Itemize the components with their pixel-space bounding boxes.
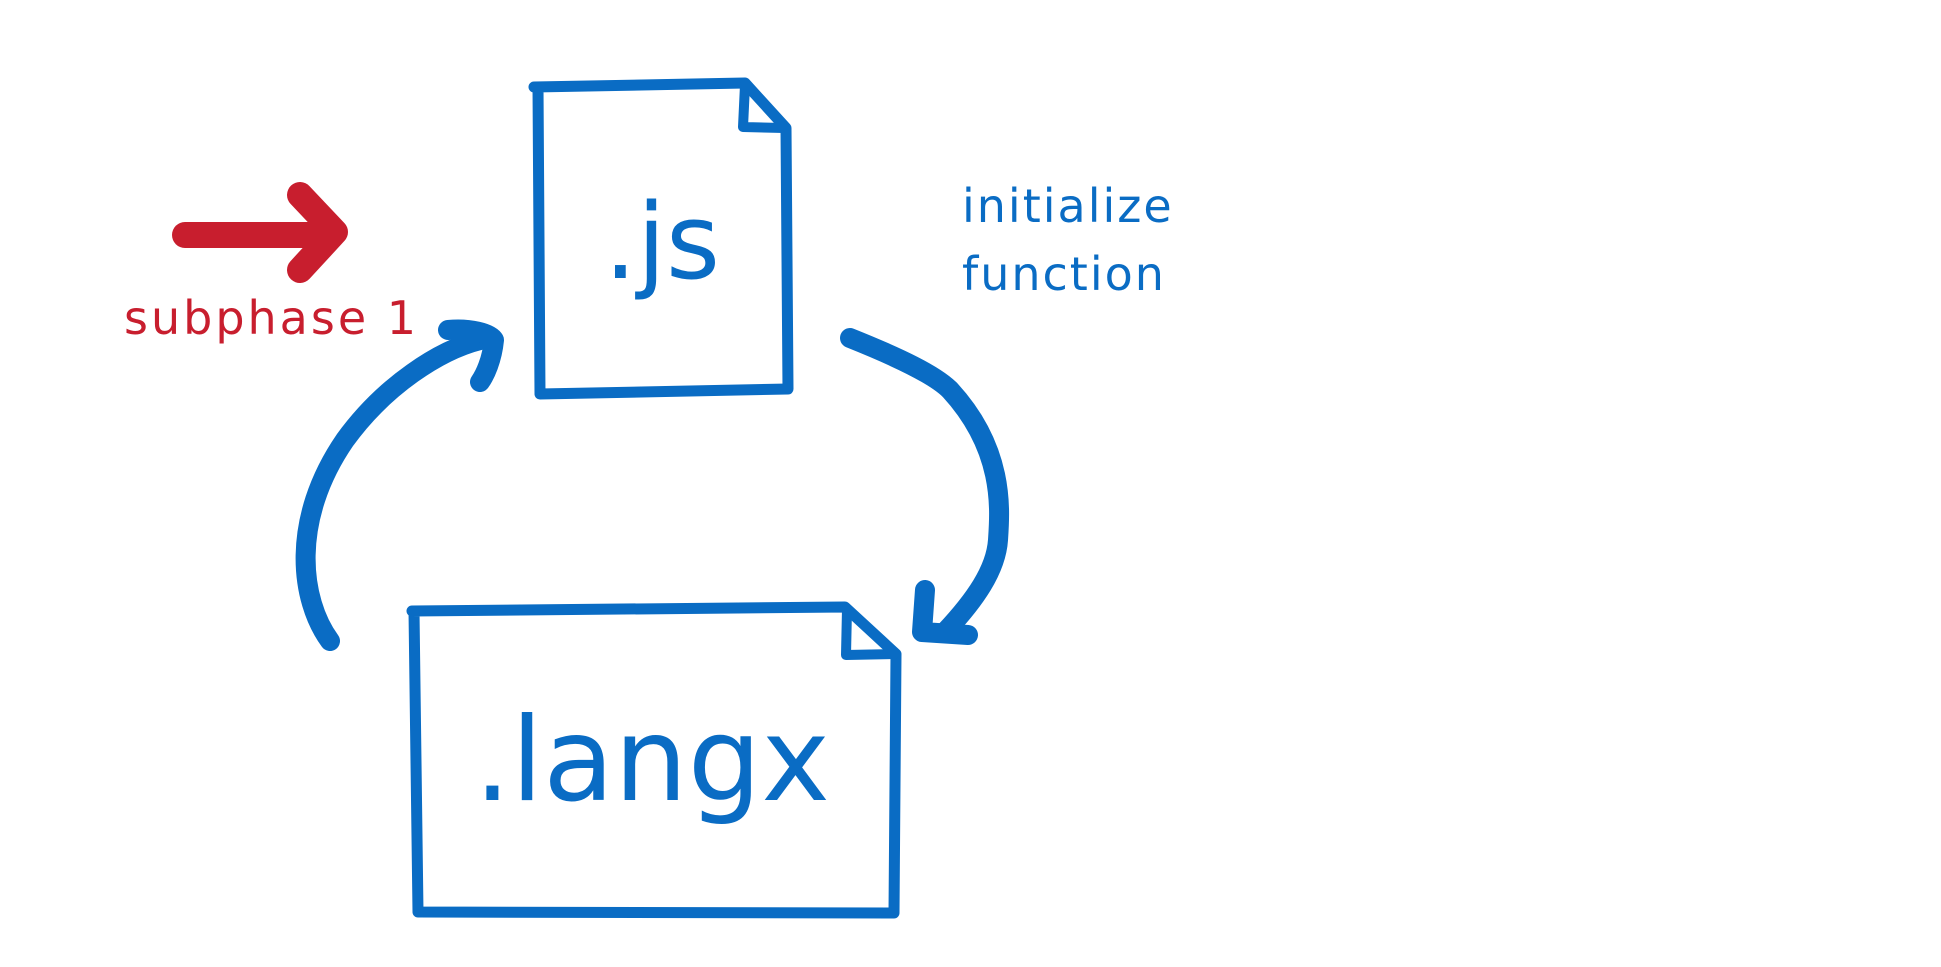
- arrow-js-to-langx: [840, 328, 1010, 645]
- edge-label-line2: function: [962, 247, 1166, 301]
- js-file-label: .js: [604, 181, 720, 303]
- edge-label-line1: initialize: [962, 179, 1174, 233]
- subphase-label: subphase 1: [124, 291, 419, 345]
- js-file-icon: [528, 77, 794, 400]
- arrow-langx-to-js: [295, 319, 504, 651]
- subphase-marker-arrow-icon: [172, 182, 348, 283]
- langx-file-label: .langx: [474, 693, 830, 828]
- langx-file-icon: [406, 601, 902, 919]
